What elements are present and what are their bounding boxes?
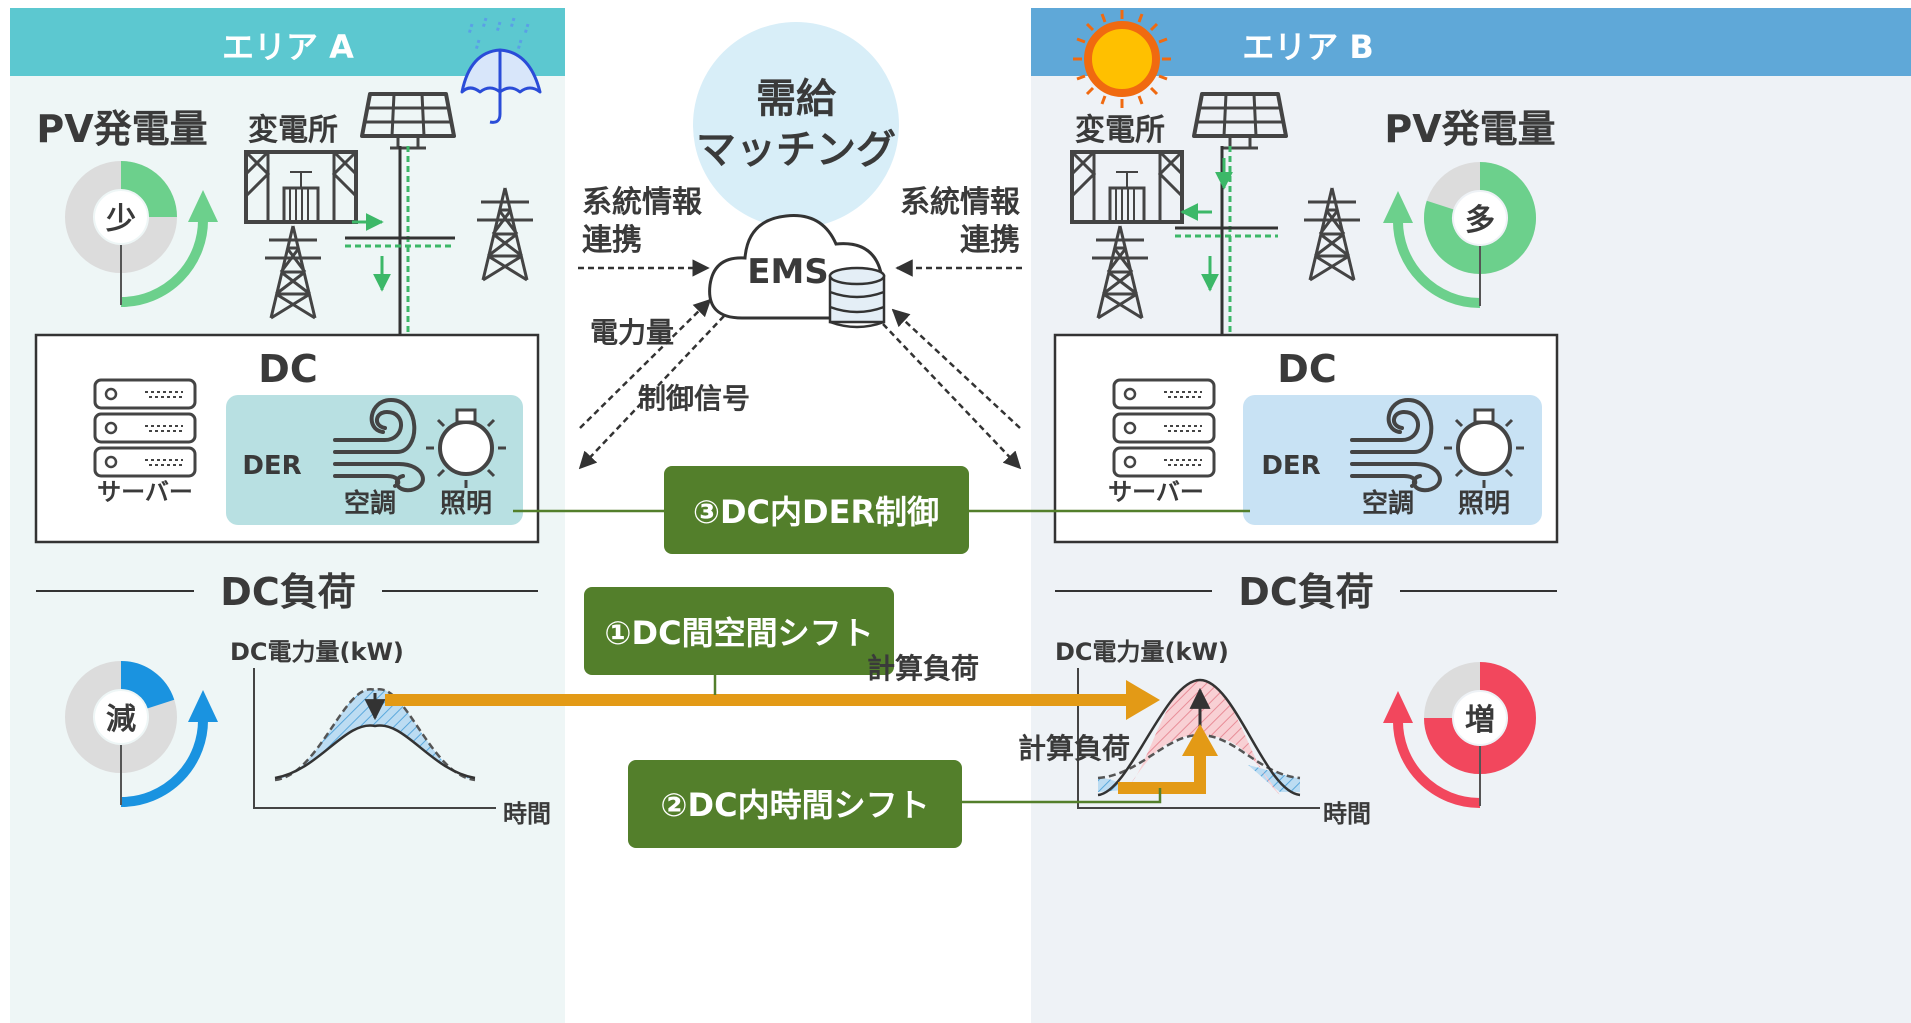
center: 需給 マッチング EMS 系統情報 連携 系統情報 連携 電力量 制御信号	[385, 22, 1250, 848]
compute-load-label-2: 計算負荷	[1018, 732, 1130, 765]
area-a-chart-ylabel: DC電力量(kW)	[230, 638, 404, 666]
area-a-load-arc	[120, 661, 175, 710]
area-a-load-trend-arrow	[120, 717, 209, 807]
area-b: エリア B PV発電量 多 変電所	[1031, 8, 1911, 1023]
power-arrow-right	[891, 308, 1021, 429]
area-a-dc-label: DC	[258, 347, 317, 391]
area-b-pv-label: PV発電量	[1384, 107, 1555, 151]
control-signal-label: 制御信号	[638, 382, 750, 415]
area-b-load-level: 増	[1465, 703, 1495, 738]
area-a-chart-xlabel: 時間	[503, 800, 551, 828]
area-a-load-donut: 減	[65, 661, 218, 807]
area-b-substation-label: 変電所	[1075, 113, 1165, 148]
area-a-load-level: 減	[106, 702, 136, 737]
area-b-der-label: DER	[1261, 451, 1320, 481]
database-icon	[828, 266, 886, 329]
area-a-pv-level: 少	[106, 202, 136, 237]
area-a-load-section-title: DC負荷	[220, 570, 355, 614]
matching-title-line1: 需給	[756, 76, 837, 122]
area-a-pv-trend-arrow	[120, 217, 209, 307]
area-a-hvac-label: 空調	[344, 488, 396, 519]
area-b-pv-donut: 多	[1383, 162, 1536, 308]
area-b-load-trend-arrow	[1392, 718, 1481, 808]
area-a: エリア A PV発電量 少 変電所	[10, 8, 565, 1023]
area-b-load-decrease-area-right	[1248, 765, 1300, 792]
area-b-chart-xlabel: 時間	[1323, 800, 1371, 828]
grid-info-right-line2: 連携	[960, 223, 1020, 258]
area-a-load-before-curve	[274, 688, 476, 782]
area-b-pv-level: 多	[1465, 203, 1495, 238]
measure-1-label: ①DC間空間シフト	[604, 614, 873, 652]
matching-title-line2: マッチング	[696, 127, 896, 173]
area-b-title: エリア B	[1242, 28, 1374, 66]
area-a-server-label: サーバー	[97, 478, 193, 506]
grid-info-left-line2: 連携	[582, 223, 642, 258]
area-a-pv-label: PV発電量	[36, 107, 207, 151]
sun-icon	[1073, 10, 1171, 108]
control-arrow-right	[882, 323, 1022, 470]
grid-info-right-line1: 系統情報	[900, 185, 1021, 220]
temporal-shift-arrow	[1118, 752, 1206, 794]
area-b-load-donut: 増	[1383, 662, 1536, 808]
area-a-substation-label: 変電所	[248, 113, 338, 148]
area-a-load-chart: 時間	[253, 668, 551, 828]
area-a-load-after-curve	[274, 724, 476, 780]
measure-2-label: ②DC内時間シフト	[660, 786, 929, 824]
area-b-chart-ylabel: DC電力量(kW)	[1055, 638, 1229, 666]
measure-1-box	[584, 587, 894, 675]
area-a-server-icon	[93, 378, 197, 478]
area-a-pv-arc	[120, 161, 177, 218]
measure-3-label: ③DC内DER制御	[693, 493, 939, 531]
grid-info-left-line1: 系統情報	[582, 185, 703, 220]
area-b-pv-trend-arrow	[1392, 218, 1481, 308]
area-b-load-section-title: DC負荷	[1238, 570, 1373, 614]
area-a-title: エリア A	[222, 28, 354, 66]
area-b-server-label: サーバー	[1108, 478, 1204, 506]
compute-load-label-1: 計算負荷	[867, 652, 979, 685]
control-arrow-left	[578, 315, 725, 470]
area-b-dc-label: DC	[1277, 347, 1336, 391]
power-label: 電力量	[590, 316, 674, 349]
rain-umbrella-icon	[460, 17, 542, 124]
area-a-wiring	[345, 146, 455, 335]
area-a-pv-donut: 少	[65, 161, 218, 307]
area-b-load-after-curve	[1097, 678, 1301, 797]
area-a-lighting-label: 照明	[440, 489, 492, 519]
area-a-der-label: DER	[242, 451, 301, 481]
area-b-hvac-label: 空調	[1362, 488, 1414, 519]
area-b-load-arc	[1424, 662, 1536, 774]
ems-label: EMS	[747, 252, 829, 292]
measure-3-box	[664, 466, 969, 554]
measure-2-box	[628, 760, 962, 848]
matching-circle	[693, 22, 899, 228]
power-arrow-left	[579, 298, 712, 429]
area-b-lighting-label: 照明	[1458, 489, 1510, 519]
area-b-header	[1031, 8, 1911, 76]
area-b-wiring	[1175, 146, 1278, 335]
area-b-server-icon	[1112, 378, 1216, 478]
area-b-pv-arc	[1424, 162, 1536, 274]
